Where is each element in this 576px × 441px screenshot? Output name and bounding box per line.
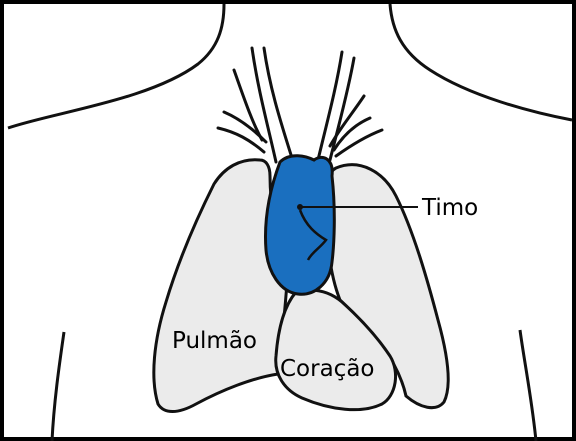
thymus-leader-dot — [297, 204, 303, 210]
thymus — [266, 156, 335, 294]
heart-label: Coração — [280, 356, 375, 382]
lung-label: Pulmão — [172, 328, 257, 354]
thymus-label: Timo — [421, 195, 478, 221]
